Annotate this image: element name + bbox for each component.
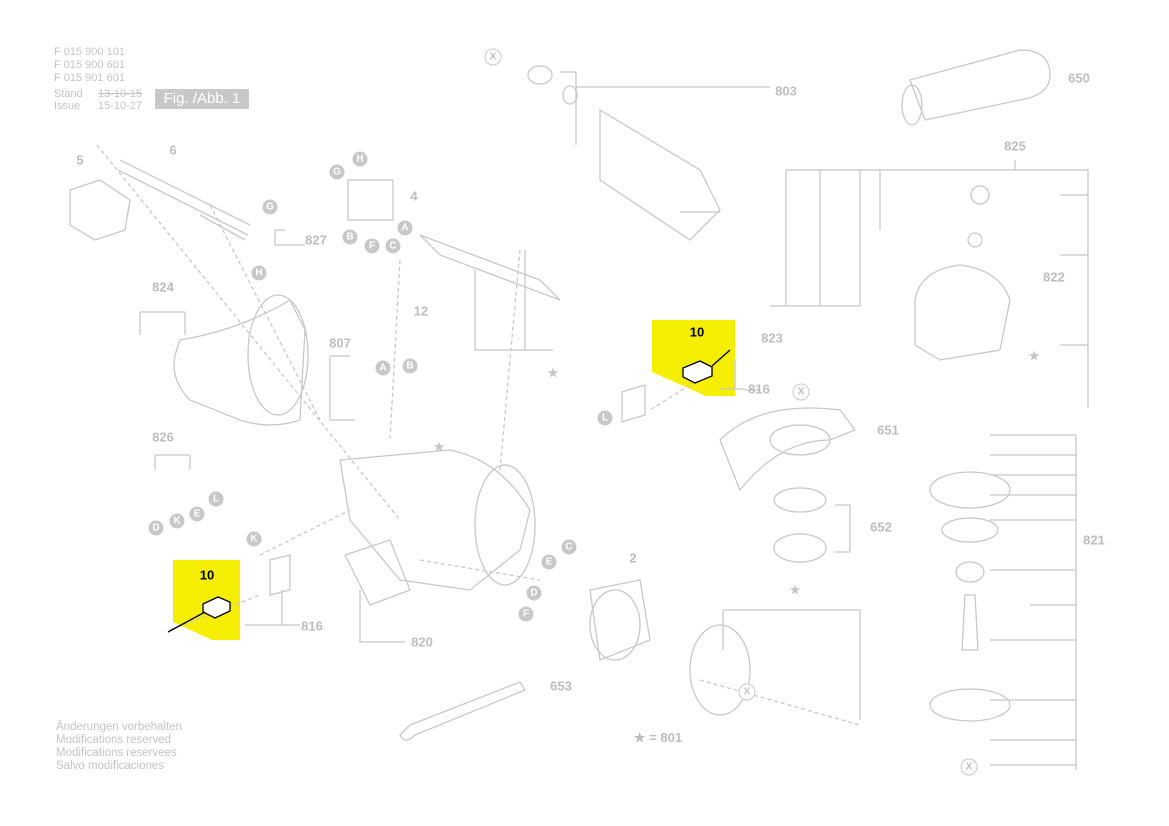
figure-label: Fig. /Abb. 1 — [155, 89, 249, 109]
star-icon: ★ — [546, 364, 560, 381]
letter-marker: H — [251, 265, 267, 281]
letter-marker: E — [541, 554, 557, 570]
letter-marker: X — [484, 48, 502, 66]
letter-marker: X — [792, 383, 810, 401]
letter-marker: C — [385, 238, 401, 254]
part-label: 825 — [1004, 138, 1026, 154]
letter-marker: B — [342, 229, 358, 245]
letter-marker: F — [364, 238, 380, 254]
letter-marker: X — [738, 683, 756, 701]
part-label: 824 — [152, 279, 174, 295]
part-outlines — [69, 49, 1089, 770]
part-label: 4 — [410, 188, 418, 204]
letter-marker: A — [375, 360, 391, 376]
issue-value: 15-10-27 — [98, 100, 143, 112]
letter-marker: D — [148, 520, 164, 536]
part-label: 6 — [169, 142, 177, 158]
footer-line: Änderungen vorbehalten — [56, 721, 182, 733]
letter-marker: L — [597, 410, 613, 426]
part-number-3: F 015 901 601 — [54, 72, 125, 84]
footer-notes: Änderungen vorbehalten Modifications res… — [56, 721, 182, 773]
part-number-1: F 015 900 101 — [54, 46, 125, 58]
part-label: 653 — [550, 678, 572, 694]
letter-marker: K — [169, 513, 185, 529]
part-label: 5 — [76, 152, 84, 168]
letter-marker: A — [397, 220, 413, 236]
carbon-brush-bottom — [202, 596, 231, 619]
letter-marker: L — [208, 491, 224, 507]
letter-marker: X — [960, 758, 978, 776]
letter-marker: D — [526, 585, 542, 601]
footer-line: Modifications reservees — [56, 747, 177, 759]
part-label: 827 — [305, 232, 327, 248]
letter-marker: G — [329, 164, 345, 180]
part-label: 652 — [870, 519, 892, 535]
star-icon: ★ — [788, 581, 802, 598]
letter-marker: H — [352, 151, 368, 167]
star-icon: ★ — [1027, 347, 1041, 364]
letter-marker: C — [561, 539, 577, 555]
stand-value: 13-10-15 — [98, 88, 143, 100]
star-icon: ★ — [432, 438, 446, 455]
part-label: 803 — [775, 83, 797, 99]
stand-label: Stand — [54, 88, 83, 100]
part-label: 823 — [761, 330, 783, 346]
letter-marker: G — [262, 199, 278, 215]
part-label: 822 — [1043, 269, 1065, 285]
star-legend: ★ = 801 — [633, 730, 683, 745]
part-label: 12 — [413, 303, 429, 319]
part-label: 651 — [877, 422, 899, 438]
carbon-brush-top — [682, 360, 713, 384]
part-label: 2 — [629, 550, 637, 566]
part-label: 821 — [1083, 532, 1105, 548]
part-label: 826 — [152, 429, 174, 445]
part-label: 650 — [1068, 70, 1090, 86]
part-number-2: F 015 900 601 — [54, 59, 125, 71]
part-label: 820 — [411, 634, 433, 650]
highlight-part-10-top — [652, 320, 735, 396]
issue-label: Issue — [54, 100, 81, 112]
carbon-brushes — [167, 349, 731, 633]
highlight-areas — [173, 320, 735, 640]
part-label: 816 — [748, 381, 770, 397]
part-label: 816 — [301, 618, 323, 634]
letter-marker: B — [402, 358, 418, 374]
footer-line: Salvo modificaciones — [56, 760, 165, 772]
part-label: 807 — [329, 335, 351, 351]
footer-line: Modifications reserved — [56, 734, 172, 746]
highlighted-part-label: 10 — [199, 567, 215, 583]
letter-marker: E — [189, 506, 205, 522]
letter-marker: K — [246, 531, 262, 547]
letter-marker: F — [518, 606, 534, 622]
highlighted-part-label: 10 — [689, 324, 705, 340]
